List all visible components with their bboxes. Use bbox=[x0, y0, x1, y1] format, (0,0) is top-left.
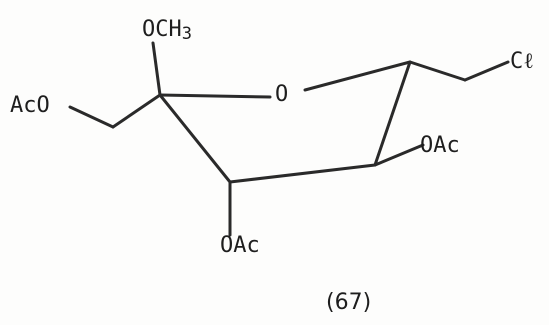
ring-oxygen-label: O bbox=[275, 82, 288, 107]
oac-right-label: OAc bbox=[420, 133, 460, 158]
oac-bottom-label: OAc bbox=[220, 233, 260, 258]
bond-c4-c3 bbox=[228, 163, 377, 184]
compound-number: (67) bbox=[326, 290, 371, 315]
bond-c2-och3 bbox=[151, 41, 162, 97]
bond-c2-ch2 bbox=[111, 93, 162, 129]
chloride-label: Cℓ bbox=[510, 49, 534, 74]
bond-c5-ch2 bbox=[408, 60, 467, 82]
bond-c4-oac bbox=[373, 143, 425, 167]
bond-ch2-cl bbox=[463, 60, 510, 82]
aco-left-label: AcO bbox=[10, 93, 50, 118]
och3-label: OCH3 bbox=[142, 17, 192, 44]
bond-c3-c2 bbox=[158, 93, 232, 184]
bond-c5-c4 bbox=[373, 60, 412, 167]
bond-ring-o-c5 bbox=[303, 60, 412, 92]
bond-ch2-oac bbox=[68, 105, 115, 129]
bond-c2-ring-o bbox=[158, 93, 272, 99]
